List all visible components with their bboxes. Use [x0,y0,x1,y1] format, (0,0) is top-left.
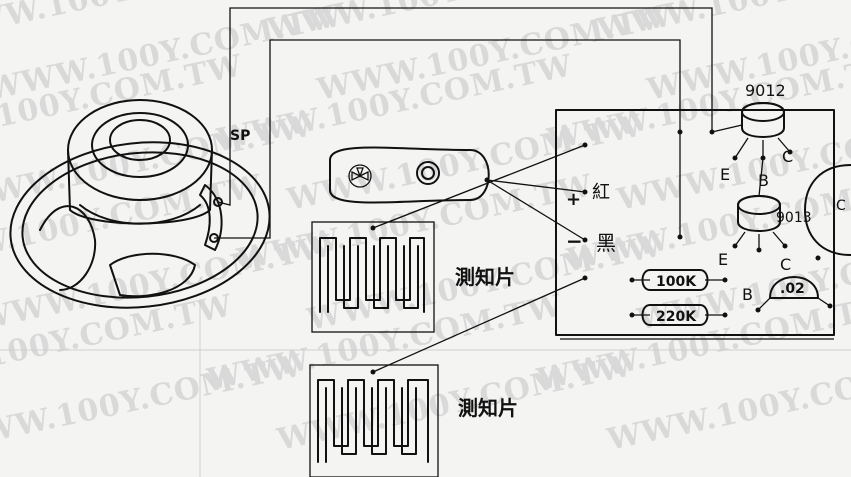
q2-emitter: E [718,250,728,269]
wire-black [486,179,586,241]
plus-label: + [566,189,581,210]
wire-red [486,179,586,193]
edge-component: C [804,164,851,261]
q2-model: 9013 [776,210,812,226]
sensor-plate-lower: 測知片 [309,364,518,477]
watermark-text: WWW.100Y.COM.TW [0,348,306,458]
q1-emitter: E [720,165,730,184]
q1-base: B [758,171,769,190]
sensor-lower-wire [372,277,586,373]
q2-base: B [742,285,753,304]
sensor-upper-wire [372,144,586,229]
transistor-9013: 9013 E B C [718,195,812,304]
speaker-wires: SP [214,7,713,239]
red-label: 紅 [592,182,610,203]
sensor-lower-label: 測知片 [458,396,518,420]
q2-collector: C [780,255,791,274]
r1-value: 100K [656,274,697,290]
sp-label: SP [230,128,250,144]
q1-model: 9012 [745,81,786,100]
speaker [9,99,271,309]
black-label: 黑 [596,231,616,255]
battery-holder [329,146,490,204]
r2-value: 220K [656,309,697,325]
watermark-layer: WWW.100Y.COM.TWWWW.100Y.COM.TWWWW.100Y.C… [0,0,851,458]
sensor-plate-upper: 測知片 [311,221,515,333]
cap-value: .02 [780,281,805,297]
q-link [758,157,764,197]
minus-label: − [566,229,583,253]
resistor-100k: 100K [629,269,728,291]
resistor-220k: 220K [629,304,728,326]
capacitor: .02 [755,276,833,313]
edge-c-label: C [836,198,846,214]
background-lines [0,300,851,477]
q1-wire [711,124,743,133]
transistor-9012: 9012 E B C [720,81,793,190]
q1-collector: C [782,147,793,166]
sensor-upper-label: 測知片 [455,265,515,289]
